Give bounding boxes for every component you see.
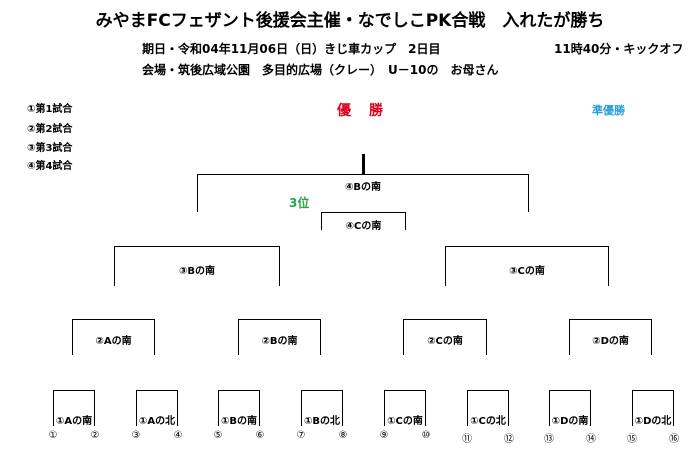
- seed-11: ⑪: [462, 434, 472, 445]
- quarter-match-label-1: ②Aの南: [95, 336, 132, 347]
- round1-match-label-7: ①Dの南: [551, 416, 589, 427]
- seed-3: ③: [131, 430, 141, 441]
- round1-match-label-2: ①Aの北: [138, 416, 176, 427]
- seed-1: ①: [48, 430, 58, 441]
- round1-match-label-1: ①Aの南: [55, 416, 93, 427]
- quarter-bracket-2: [238, 319, 321, 355]
- round1-bracket-6: [467, 390, 509, 426]
- winner-label: 優 勝: [337, 103, 385, 119]
- legend-match-2: ②第2試合: [27, 124, 73, 135]
- quarter-match-label-4: ②Dの南: [592, 336, 629, 347]
- round1-match-label-4: ①Bの北: [303, 416, 341, 427]
- semi-match-label-1: ③Bの南: [178, 266, 216, 277]
- round1-bracket-8: [632, 390, 674, 426]
- venue-line: 会場・筑後広域公園 多目的広場（クレー） U－10の お母さん: [142, 63, 499, 77]
- round1-match-label-3: ①Bの南: [220, 416, 258, 427]
- semi-match-label-2: ③Cの南: [509, 266, 545, 277]
- round1-bracket-5: [384, 390, 426, 426]
- quarter-bracket-1: [72, 319, 155, 355]
- seed-7: ⑦: [296, 430, 306, 441]
- legend-match-4: ④第4試合: [27, 161, 73, 172]
- round1-match-label-8: ①Dの北: [634, 416, 672, 427]
- seed-4: ④: [173, 430, 183, 441]
- round1-match-label-5: ①Cの南: [387, 416, 423, 427]
- seed-2: ②: [90, 430, 100, 441]
- third-place-bracket: [321, 212, 406, 230]
- round1-bracket-7: [549, 390, 591, 426]
- semi-bracket-1: [114, 246, 280, 286]
- seed-6: ⑥: [255, 430, 265, 441]
- seed-12: ⑫: [504, 434, 514, 445]
- quarter-match-label-3: ②Cの南: [427, 336, 463, 347]
- third-place-match-label: ④Cの南: [345, 221, 382, 232]
- round1-match-label-6: ①Cの北: [470, 416, 506, 427]
- quarter-bracket-3: [403, 319, 487, 355]
- seed-9: ⑨: [379, 430, 389, 441]
- third-place-label: 3位: [289, 196, 310, 210]
- date-line: 期日・令和04年11月06日（日）きじ車カップ 2日目: [142, 42, 441, 56]
- round1-bracket-1: [53, 390, 95, 426]
- round1-bracket-2: [136, 390, 178, 426]
- seed-5: ⑤: [213, 430, 223, 441]
- final-bracket: [197, 174, 529, 212]
- runner-up-label: 準優勝: [592, 104, 625, 117]
- quarter-match-label-2: ②Bの南: [261, 336, 298, 347]
- seed-8: ⑧: [338, 430, 348, 441]
- legend-match-3: ③第3試合: [27, 143, 73, 154]
- legend-match-1: ①第1試合: [27, 104, 73, 115]
- champion-line: [362, 154, 365, 174]
- round1-bracket-3: [218, 390, 260, 426]
- seed-13: ⑬: [544, 434, 554, 445]
- quarter-bracket-4: [569, 319, 652, 355]
- page-title: みやまFCフェザント後援会主催・なでしこPK合戦 入れたが勝ち: [95, 11, 605, 31]
- seed-10: ⑩: [421, 430, 431, 441]
- seed-15: ⑮: [627, 434, 637, 445]
- seed-14: ⑭: [586, 434, 596, 445]
- kickoff-time: 11時40分・キックオフ: [554, 42, 684, 56]
- semi-bracket-2: [445, 246, 609, 286]
- round1-bracket-4: [301, 390, 343, 426]
- final-match-label: ④Bの南: [344, 182, 382, 193]
- seed-16: ⑯: [669, 434, 679, 445]
